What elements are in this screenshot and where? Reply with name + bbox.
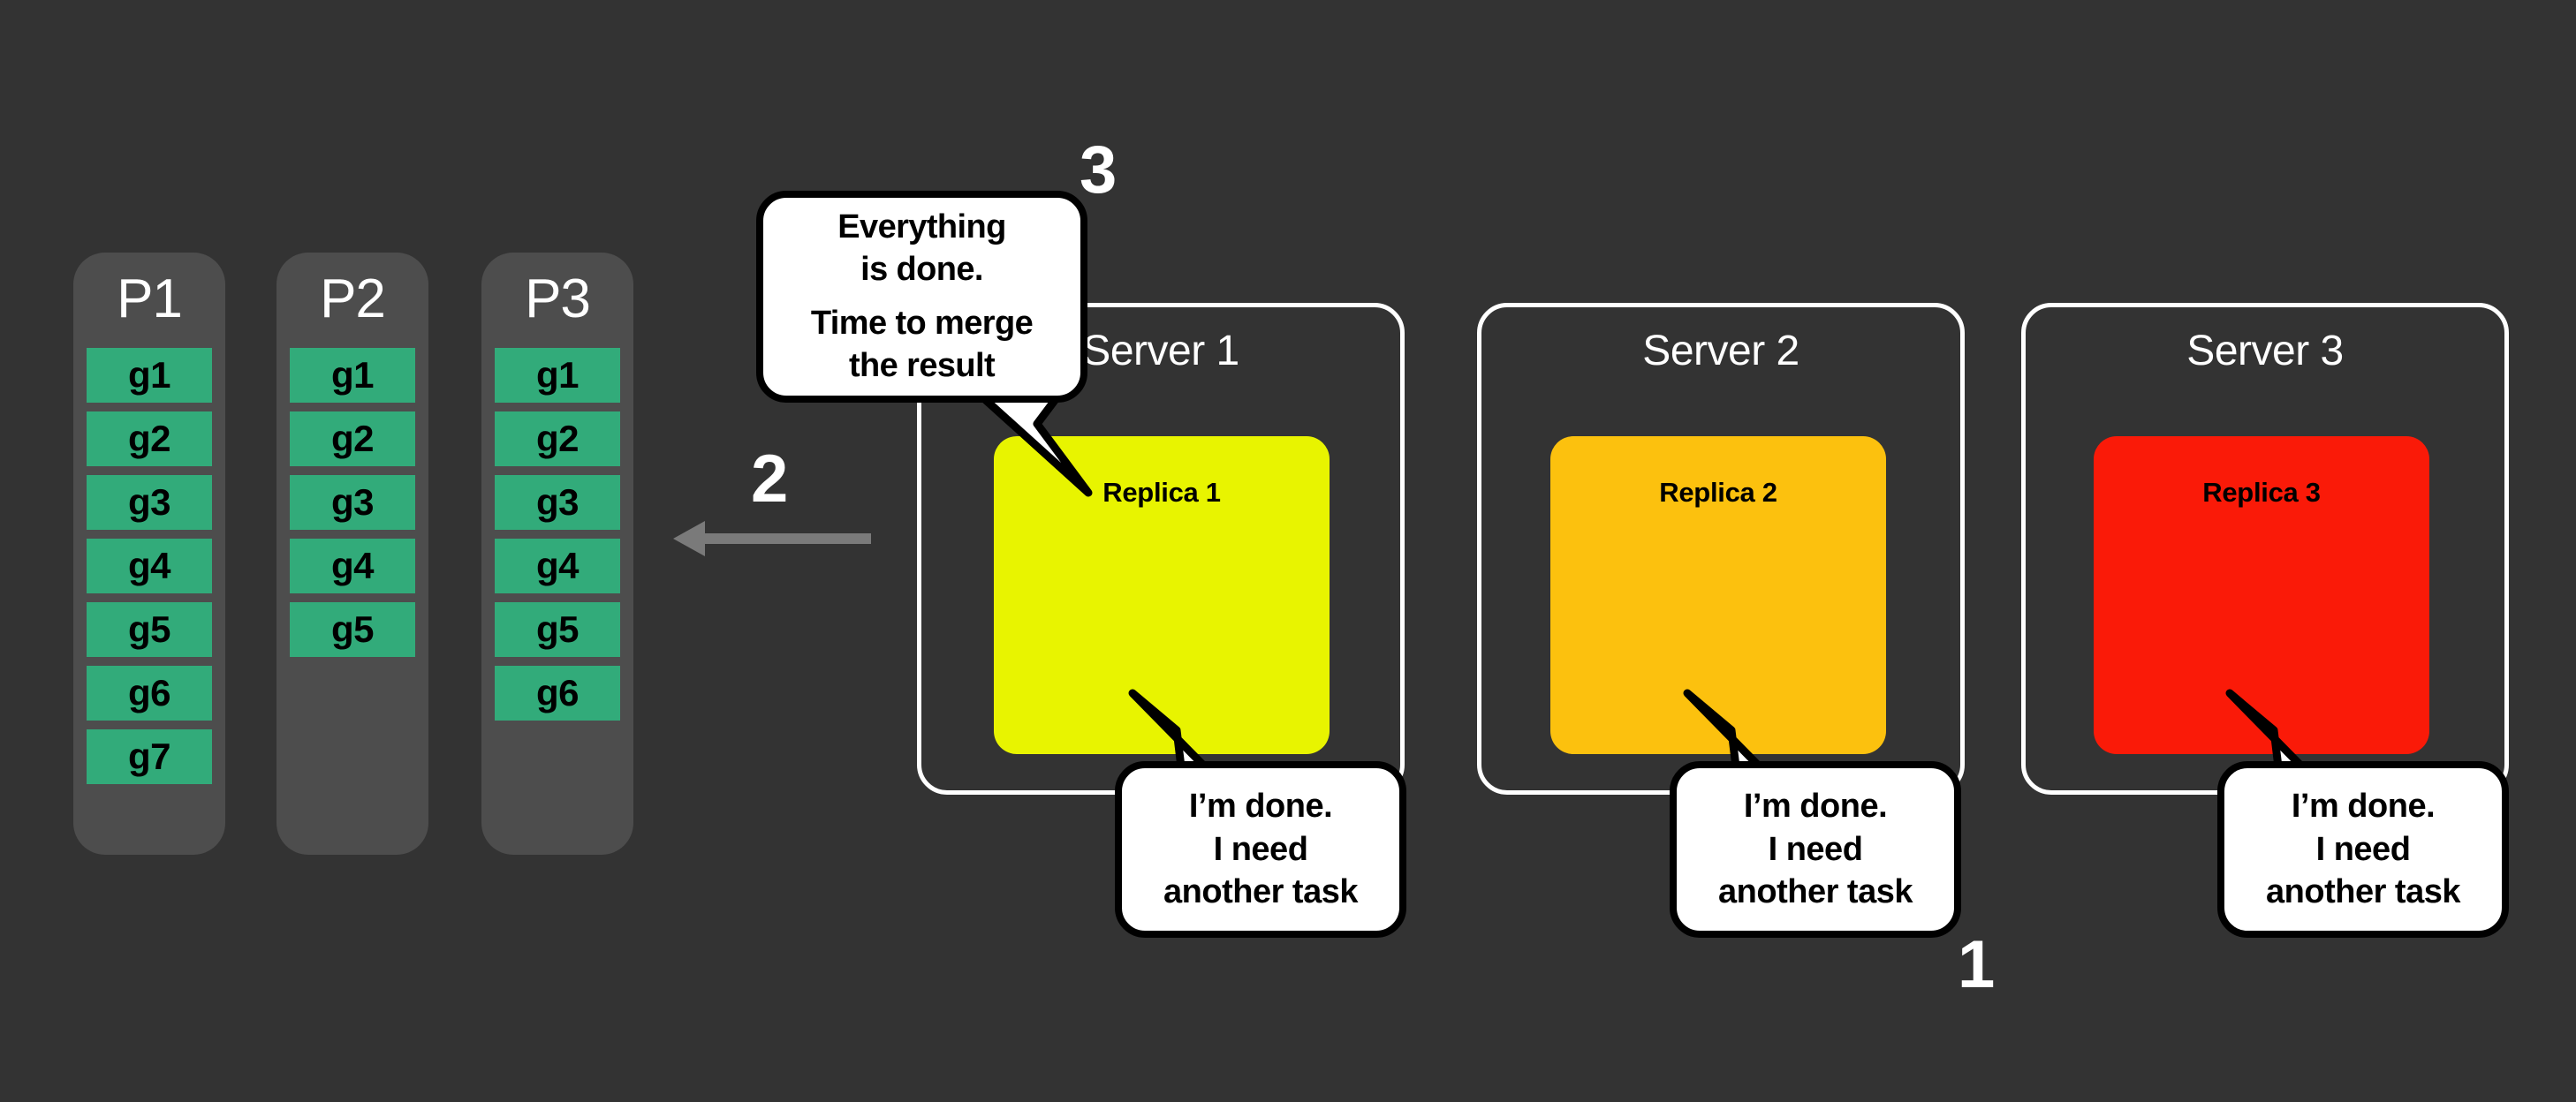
- group-block: g4: [290, 538, 415, 593]
- replica-label: Replica 1: [1102, 477, 1221, 508]
- group-block: g4: [495, 538, 620, 593]
- partition-title: P3: [525, 268, 591, 329]
- bubble-line: is done.: [860, 250, 983, 288]
- bubble-line: I need: [1213, 830, 1308, 868]
- group-block: g6: [87, 665, 212, 721]
- group-block: g1: [495, 347, 620, 403]
- group-block: g3: [290, 474, 415, 530]
- bubble-line: the result: [848, 346, 996, 384]
- replica-label: Replica 3: [2202, 477, 2321, 508]
- group-block: g6: [495, 665, 620, 721]
- group-block: g4: [87, 538, 212, 593]
- bubble-line: I need: [1768, 830, 1863, 868]
- arrow-head-icon: [673, 521, 705, 556]
- group-block: g1: [87, 347, 212, 403]
- server-label: Server 2: [1642, 328, 1799, 374]
- merge-arrow: [673, 521, 876, 556]
- bubble-line: another task: [1163, 873, 1358, 911]
- group-block: g3: [87, 474, 212, 530]
- group-block: g2: [495, 411, 620, 466]
- partition-column-p3: P3 g1 g2 g3 g4 g5 g6: [481, 253, 633, 855]
- step-number-3: 3: [1080, 132, 1118, 208]
- partition-column-p1: P1 g1 g2 g3 g4 g5 g6 g7: [73, 253, 225, 855]
- partition-title: P2: [320, 268, 386, 329]
- bubble-line: Everything: [837, 208, 1006, 245]
- group-block: g7: [87, 728, 212, 784]
- step-number-1: 1: [1958, 927, 1996, 1002]
- group-block: g3: [495, 474, 620, 530]
- bubble-line: I’m done.: [1743, 788, 1888, 826]
- replica-box-2: Replica 2: [1550, 436, 1886, 754]
- arrow-shaft: [703, 533, 871, 544]
- server-label: Server 1: [1082, 328, 1239, 374]
- group-block: g2: [290, 411, 415, 466]
- bubble-line: another task: [2266, 873, 2460, 911]
- bubble-line: I’m done.: [2291, 788, 2436, 826]
- merge-bubble: Everything is done. Time to merge the re…: [756, 191, 1087, 403]
- done-bubble-1: I’m done. I need another task: [1115, 761, 1406, 938]
- group-block: g5: [290, 601, 415, 657]
- partition-title: P1: [117, 268, 183, 329]
- group-block: g1: [290, 347, 415, 403]
- done-bubble-3: I’m done. I need another task: [2217, 761, 2509, 938]
- replica-box-1: Replica 1: [994, 436, 1330, 754]
- bubble-line: Time to merge: [810, 305, 1034, 342]
- group-block: g2: [87, 411, 212, 466]
- bubble-line: I’m done.: [1188, 788, 1333, 826]
- server-label: Server 3: [2186, 328, 2344, 374]
- group-block: g5: [495, 601, 620, 657]
- step-number-2: 2: [751, 442, 789, 517]
- bubble-line: I need: [2315, 830, 2411, 868]
- replica-box-3: Replica 3: [2094, 436, 2429, 754]
- partition-column-p2: P2 g1 g2 g3 g4 g5: [277, 253, 428, 855]
- replica-label: Replica 2: [1659, 477, 1777, 508]
- bubble-line: another task: [1718, 873, 1913, 911]
- done-bubble-2: I’m done. I need another task: [1670, 761, 1961, 938]
- group-block: g5: [87, 601, 212, 657]
